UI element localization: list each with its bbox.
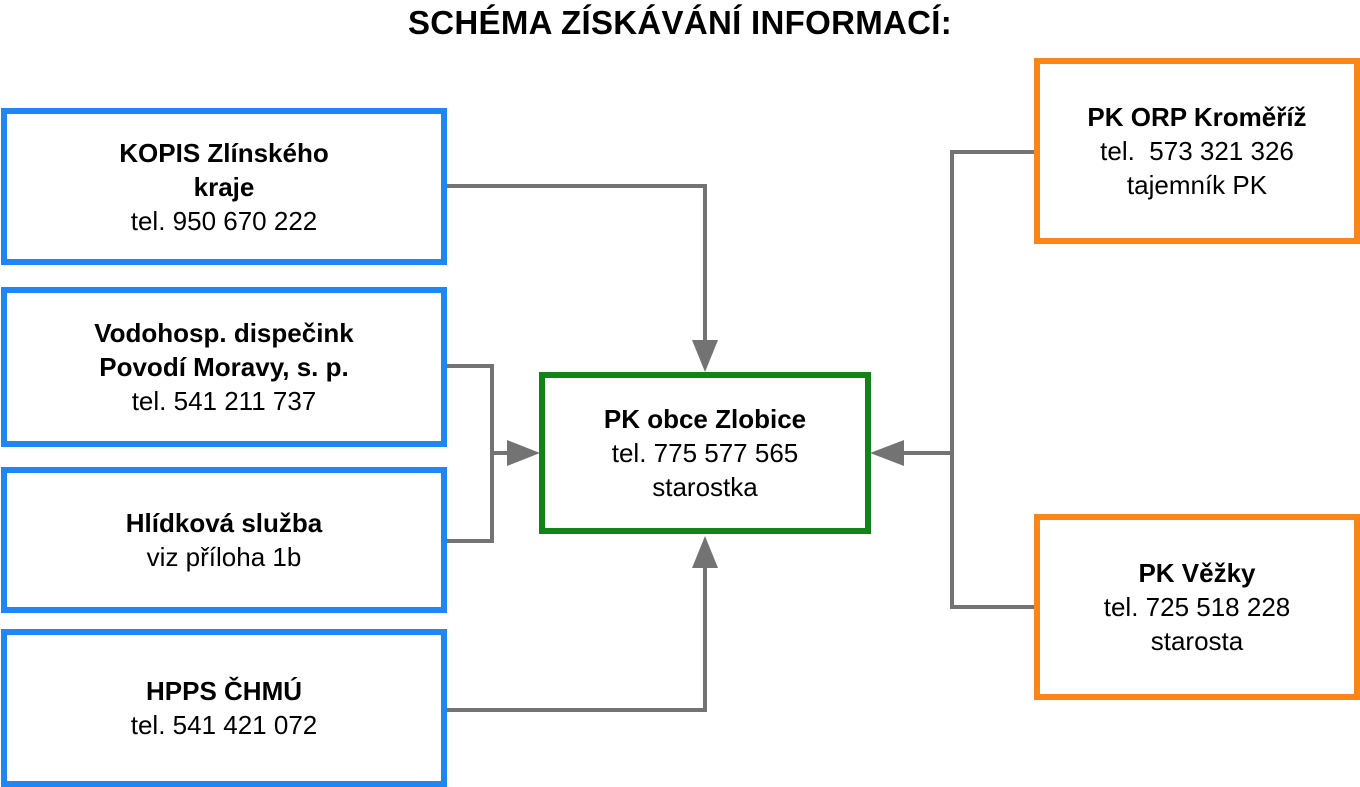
orp-name: PK ORP Kroměříž (1087, 102, 1307, 132)
kopis-box: KOPIS Zlínského kraje tel. 950 670 222 (1, 108, 447, 265)
hlidkova-box: Hlídková služba viz příloha 1b (1, 467, 447, 613)
vodohosp-phone: tel. 541 211 737 (131, 386, 317, 416)
connector-kopis-to-center (445, 184, 707, 343)
orp-box: PK ORP Kroměříž tel. 573 321 326 tajemní… (1034, 58, 1360, 244)
hlidkova-note: viz příloha 1b (146, 542, 302, 572)
page-title: SCHÉMA ZÍSKÁVÁNÍ INFORMACÍ: (407, 4, 953, 41)
arrowhead-left-icon (870, 440, 904, 466)
center-name: PK obce Zlobice (603, 404, 807, 434)
orp-phone: tel. 573 321 326 (1100, 136, 1294, 166)
vodohosp-box: Vodohosp. dispečink Povodí Moravy, s. p.… (1, 287, 447, 447)
vezky-name: PK Věžky (1138, 558, 1256, 588)
hpps-name: HPPS ČHMÚ (145, 676, 302, 706)
connector-right-bracket (950, 150, 1037, 609)
center-role: starostka (652, 472, 758, 502)
connector-hpps-to-center (445, 566, 707, 712)
arrowhead-up-icon (692, 536, 718, 568)
center-box: PK obce Zlobice tel. 775 577 565 starost… (539, 372, 871, 534)
center-phone: tel. 775 577 565 (611, 438, 799, 468)
connector-vodohosp-hlidkova-bracket (445, 364, 494, 543)
orp-role: tajemník PK (1126, 170, 1268, 200)
vezky-box: PK Věžky tel. 725 518 228 starosta (1034, 514, 1360, 700)
vezky-role: starosta (1150, 626, 1244, 656)
arrowhead-right-icon (507, 440, 540, 466)
vodohosp-name: Vodohosp. dispečink Povodí Moravy, s. p. (94, 318, 354, 382)
arrowhead-down-icon (692, 340, 718, 372)
hpps-box: HPPS ČHMÚ tel. 541 421 072 (1, 629, 447, 787)
vezky-phone: tel. 725 518 228 (1103, 592, 1291, 622)
kopis-phone: tel. 950 670 222 (130, 205, 318, 236)
hpps-phone: tel. 541 421 072 (130, 710, 318, 740)
hlidkova-name: Hlídková služba (125, 508, 323, 538)
kopis-name: KOPIS Zlínského kraje (119, 137, 329, 202)
